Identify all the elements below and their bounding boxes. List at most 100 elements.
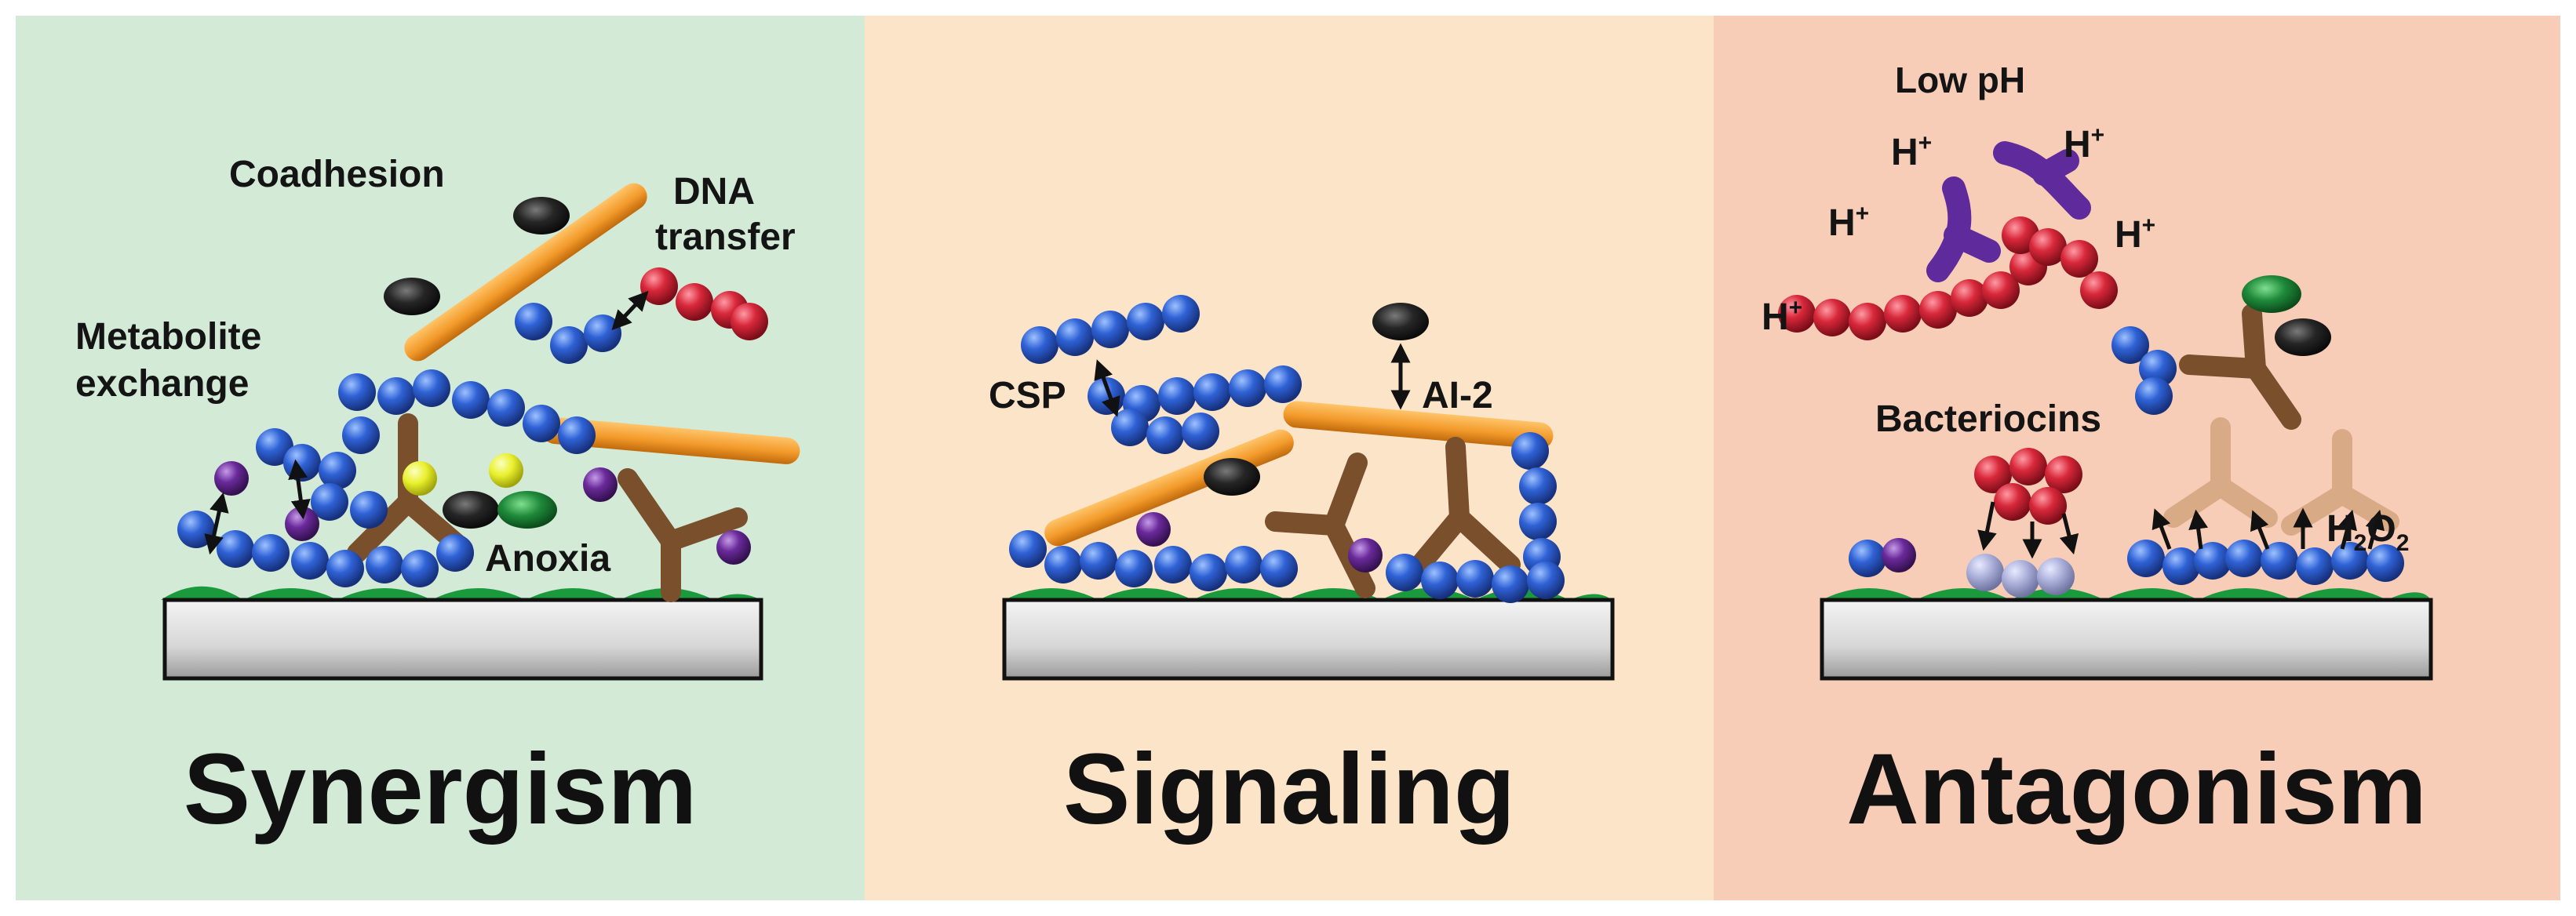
coccus-blue bbox=[377, 377, 415, 415]
coccus-blue bbox=[350, 491, 388, 529]
coccus-blue bbox=[2331, 542, 2369, 580]
substrate bbox=[1820, 588, 2433, 681]
arrow bbox=[2152, 508, 2172, 550]
coccus-red bbox=[1951, 279, 1988, 317]
coccus-blue bbox=[1111, 409, 1149, 446]
h-ion-symbol: H bbox=[1828, 202, 1856, 244]
black-cell bbox=[513, 197, 570, 234]
coccus-blue bbox=[1162, 295, 1200, 333]
coccus-blue bbox=[1021, 326, 1058, 364]
purple-rod-cell bbox=[1926, 176, 2001, 282]
coccus-blue bbox=[1421, 562, 1459, 599]
coccus-red bbox=[2029, 228, 2067, 266]
coccus-blue bbox=[2139, 350, 2177, 387]
h2o2-sub2b: 2 bbox=[2396, 530, 2410, 556]
coccus-yellow bbox=[489, 453, 523, 488]
coccus-purple bbox=[1348, 538, 1383, 572]
coccus-blue bbox=[217, 530, 254, 568]
black-cell bbox=[443, 491, 499, 529]
coccus-purple bbox=[1882, 538, 1916, 572]
coccus-purple bbox=[583, 467, 618, 502]
coccus-blue bbox=[1158, 377, 1196, 415]
signal-arrow bbox=[1094, 359, 1120, 417]
arrow bbox=[2059, 513, 2079, 555]
coccus-blue bbox=[2127, 540, 2165, 577]
coccus-purple bbox=[214, 461, 249, 496]
coccus-blue bbox=[2225, 540, 2263, 577]
coccus-blue bbox=[2261, 542, 2298, 580]
panel-antagonism-bg bbox=[1714, 16, 2560, 900]
coccus-blue bbox=[2135, 377, 2173, 415]
coccus-red bbox=[1849, 303, 1886, 340]
coccus-blue bbox=[1056, 318, 1094, 356]
h-ion-label: H+ bbox=[1762, 295, 1802, 338]
h-ion-charge: + bbox=[1918, 130, 1933, 156]
coccus-blue bbox=[338, 373, 376, 411]
coccus-red bbox=[1884, 295, 1922, 333]
branched-cell bbox=[2179, 304, 2301, 430]
coccus-red bbox=[1813, 299, 1851, 336]
panel-synergism: Coadhesion DNA transfer Metabolite excha… bbox=[75, 154, 800, 845]
coccus-blue bbox=[452, 381, 490, 419]
coccus-red bbox=[2029, 487, 2067, 525]
coccus-red bbox=[1974, 456, 2012, 493]
coccus-blue bbox=[1193, 373, 1231, 411]
coccus-blue bbox=[1190, 554, 1227, 591]
purple-rod-cell bbox=[1993, 141, 2091, 220]
coccus-blue bbox=[1264, 365, 1302, 403]
exchange-arrow bbox=[288, 459, 311, 520]
coccus-red bbox=[1919, 291, 1957, 329]
coccus-red bbox=[731, 303, 768, 340]
coccus-blue bbox=[177, 511, 215, 548]
coccus-red bbox=[1778, 295, 1816, 333]
coccus-blue bbox=[515, 303, 552, 340]
coccus-blue bbox=[1091, 311, 1129, 348]
coccus-blue bbox=[1492, 565, 1529, 603]
coccus-purple bbox=[716, 530, 751, 565]
label-dna-transfer-line2: transfer bbox=[655, 216, 796, 258]
rod-cell bbox=[541, 417, 800, 464]
coccus-blue bbox=[1154, 546, 1192, 583]
coccus-blue bbox=[1225, 546, 1262, 583]
coccus-lysed bbox=[1966, 554, 2004, 591]
arrow bbox=[2250, 510, 2270, 550]
coccus-blue bbox=[1229, 369, 1266, 407]
coccus-blue bbox=[1044, 546, 1082, 583]
h-ion-label: H+ bbox=[2115, 213, 2155, 256]
substrate bbox=[1002, 588, 1615, 681]
black-cell bbox=[1372, 303, 1429, 340]
coccus-blue bbox=[1115, 550, 1153, 587]
coccus-blue bbox=[326, 550, 364, 587]
h-ion-charge: + bbox=[1856, 201, 1870, 227]
coccus-blue bbox=[1146, 416, 1184, 454]
coccus-blue bbox=[252, 534, 290, 572]
exchange-arrow bbox=[611, 290, 649, 331]
label-low-ph: Low pH bbox=[1895, 60, 2025, 100]
coccus-purple bbox=[285, 507, 319, 541]
arrow bbox=[2337, 509, 2357, 550]
label-h2o2: H2O2 bbox=[2326, 508, 2409, 556]
coccus-lysed bbox=[2037, 558, 2075, 595]
coccus-blue bbox=[319, 452, 356, 489]
coccus-blue bbox=[1456, 560, 1494, 598]
black-cell bbox=[1204, 458, 1260, 496]
rod-cell bbox=[1283, 401, 1554, 449]
coccus-blue bbox=[1080, 542, 1117, 580]
label-metabolite-line2: exchange bbox=[75, 363, 249, 405]
label-metabolite-line1: Metabolite bbox=[75, 316, 261, 358]
black-cell bbox=[2275, 318, 2331, 356]
coccus-blue bbox=[558, 416, 596, 454]
panel-signaling-bg bbox=[865, 16, 1714, 900]
coccus-red bbox=[640, 267, 678, 305]
coccus-blue bbox=[1849, 540, 1886, 577]
coccus-red bbox=[1994, 483, 2031, 521]
green-cell bbox=[2242, 275, 2301, 313]
coccus-blue bbox=[1386, 554, 1423, 591]
h-ion-label: H+ bbox=[1828, 201, 1869, 244]
substrate bbox=[161, 586, 763, 681]
coccus-blue bbox=[2111, 326, 2149, 364]
coccus-red bbox=[676, 283, 713, 321]
green-cell bbox=[497, 491, 557, 529]
coccus-blue bbox=[1009, 530, 1047, 568]
h2o2-sub2a: 2 bbox=[2354, 530, 2367, 556]
